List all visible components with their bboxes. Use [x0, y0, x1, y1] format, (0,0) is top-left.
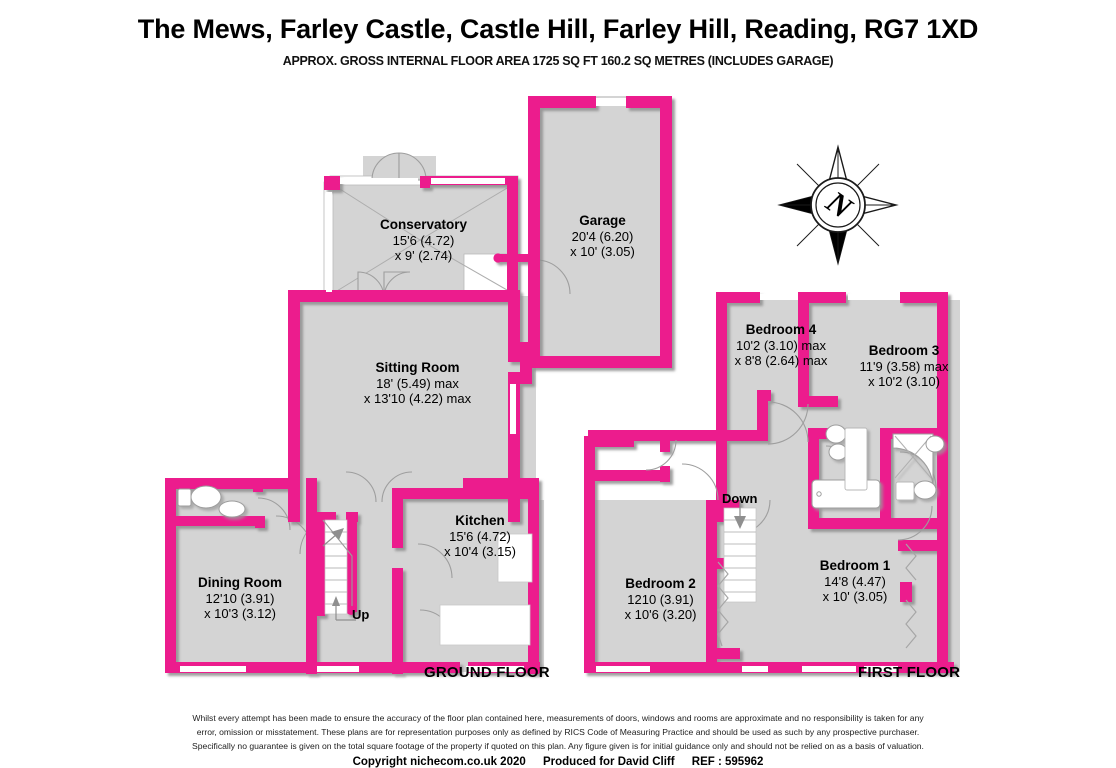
cloakroom-fixtures — [177, 485, 246, 518]
copyright-line: Copyright nichecom.co.uk 2020 Produced f… — [0, 756, 1116, 768]
floor-area-subtitle: APPROX. GROSS INTERNAL FLOOR AREA 1725 S… — [282, 54, 834, 68]
disclaimer-line-2: error, omission or misstatement. These p… — [196, 726, 920, 737]
stair-label-down: Down — [722, 491, 758, 506]
disclaimer-line-3: Specifically no guarantee is given on th… — [192, 740, 924, 751]
page-title: The Mews, Farley Castle, Castle Hill, Fa… — [137, 14, 979, 44]
ground-floor-windows — [180, 98, 626, 672]
disclaimer-line-1: Whilst every attempt has been made to en… — [192, 713, 924, 723]
disclaimer-text: Whilst every attempt has been made to en… — [118, 712, 998, 754]
produced-for-text: Produced for David Cliff — [542, 756, 675, 768]
ground-floor-walls — [165, 96, 672, 674]
first-floor-staircase — [723, 500, 757, 603]
stair-label-up: Up — [352, 607, 370, 622]
ground-floor-staircase — [322, 519, 356, 621]
first-floor-walls — [584, 292, 954, 673]
first-floor-plan — [584, 292, 960, 673]
conservatory-roof-lines — [331, 183, 515, 295]
compass-rose — [777, 144, 899, 266]
first-floor-fill — [588, 300, 960, 672]
bedroom1-recess-lines — [717, 543, 917, 649]
copyright-text: Copyright nichecom.co.uk 2020 — [352, 756, 526, 768]
bathroom-fixtures — [811, 424, 945, 509]
ground-floor-plan — [165, 96, 672, 674]
ground-floor-door-arcs — [257, 152, 571, 645]
kitchen-units — [439, 533, 533, 646]
floor-label-first: FIRST FLOOR — [858, 664, 961, 681]
reference-text: REF : 595962 — [691, 756, 764, 768]
floor-label-ground: GROUND FLOOR — [424, 664, 550, 681]
first-floor-windows — [596, 294, 898, 672]
